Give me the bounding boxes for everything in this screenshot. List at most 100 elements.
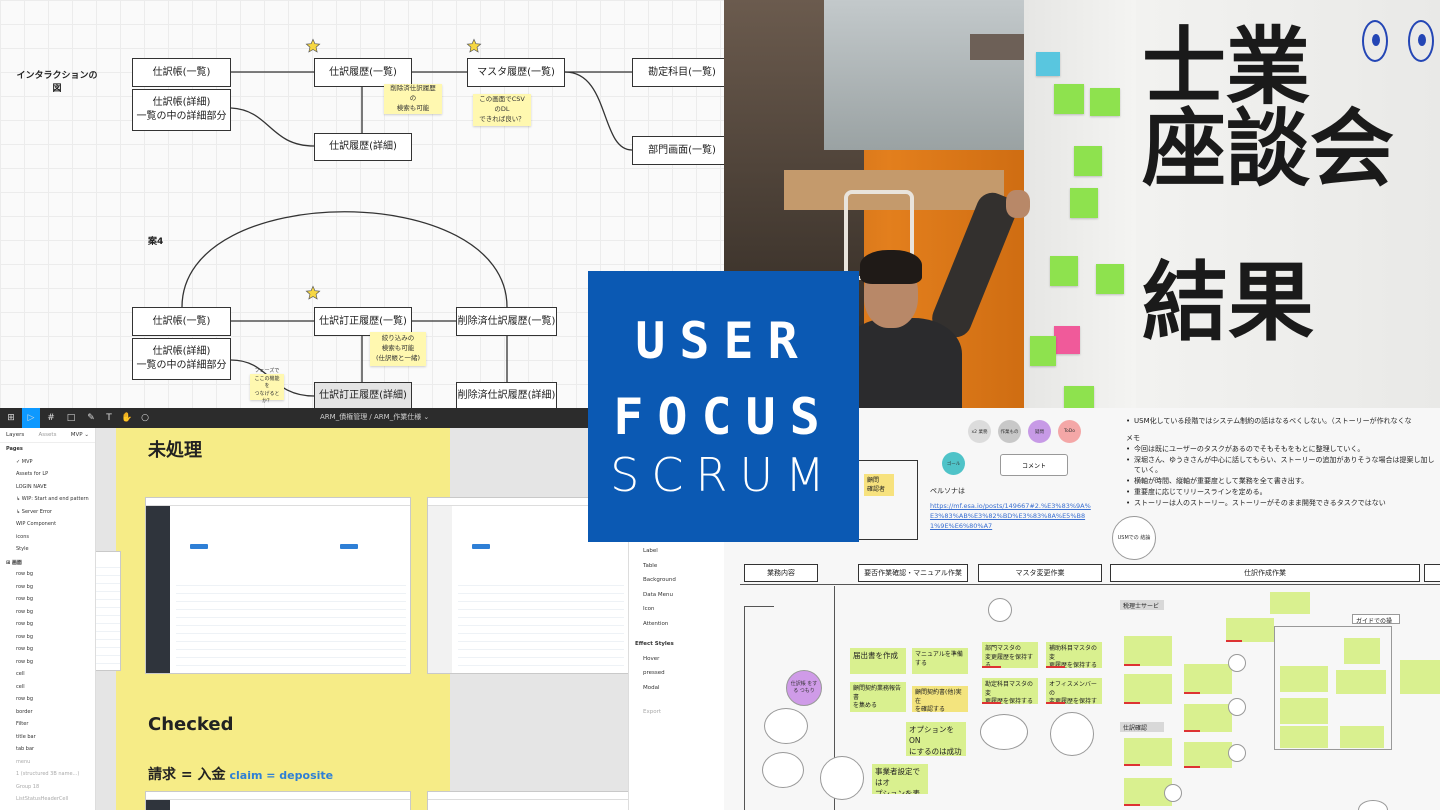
style-item[interactable]: Label	[643, 548, 658, 554]
layer-item[interactable]: border	[16, 708, 33, 715]
note-bubble[interactable]	[980, 714, 1028, 750]
page-item[interactable]: WIP Component	[16, 521, 57, 527]
layer-item[interactable]: row bg	[16, 571, 34, 577]
note-bubble[interactable]	[1358, 800, 1388, 810]
page-item[interactable]: Assets for LP	[16, 471, 49, 477]
style-item[interactable]: Data Menu	[643, 591, 673, 598]
column-header[interactable]: 業務内容	[744, 564, 818, 582]
note-bubble[interactable]	[1228, 698, 1246, 716]
comment-box[interactable]: コメント	[1000, 454, 1068, 476]
page-item[interactable]: LOGIN NAVE	[16, 483, 47, 490]
node-correction-detail[interactable]: 仕訳訂正履歴(詳細)	[314, 382, 412, 408]
story-card[interactable]: マニュアルを準備する	[912, 648, 968, 674]
story-card[interactable]: 顧問契約書(他)実在 を確認する	[912, 686, 968, 712]
sticky-note[interactable]: この画面でCSVのDL できれば良い？	[473, 94, 531, 126]
story-card[interactable]	[1270, 592, 1310, 614]
layer-item[interactable]: title bar	[16, 733, 36, 740]
node-correction-history[interactable]: 仕訳訂正履歴(一覧)	[314, 307, 412, 336]
comment-tool-icon[interactable]: ○	[141, 413, 149, 423]
story-card[interactable]	[1280, 698, 1328, 724]
node-deleted-history[interactable]: 削除済仕訳履歴(一覧)	[456, 307, 557, 336]
page-item[interactable]: ✓ MVP	[16, 458, 33, 465]
style-item[interactable]: Icon	[643, 606, 655, 612]
pen-tool-icon[interactable]: ✎	[87, 413, 95, 423]
story-card[interactable]	[1280, 666, 1328, 692]
page-select[interactable]: MVP ⌄	[70, 432, 89, 438]
sticky-note[interactable]: フェーズで ここの機能を つなげるとか？	[250, 368, 284, 404]
marker-note[interactable]: 顧問 確認者	[864, 474, 894, 496]
story-card[interactable]	[1124, 738, 1172, 766]
page-item[interactable]: Style	[16, 546, 29, 552]
story-card[interactable]: オプションをON にするのは成功後 継続とする	[906, 722, 966, 756]
persona-link[interactable]: https://mf.esa.io/posts/149667#2.%E3%83%…	[930, 502, 1091, 530]
story-card[interactable]: 補助科目マスタの変 更履歴を保持する	[1046, 642, 1102, 668]
story-card[interactable]	[1124, 674, 1172, 704]
node-department[interactable]: 部門画面(一覧)	[632, 136, 724, 165]
sticky-note[interactable]: 削除済仕訳履歴の 検索も可能	[384, 84, 442, 114]
layer-item[interactable]: menu	[16, 758, 31, 765]
node-journal-history-detail[interactable]: 仕訳履歴(詳細)	[314, 133, 412, 161]
layer-item[interactable]: cell	[16, 683, 25, 690]
goal-bubble[interactable]: 仕訳帳 をする つもり	[786, 670, 822, 706]
layer-group[interactable]: ⊞ 画面	[6, 559, 22, 566]
story-card[interactable]: 顧問契約業務報告書 を集める	[850, 682, 906, 712]
layer-item[interactable]: row bg	[16, 633, 34, 640]
node-journal-detail[interactable]: 仕訳帳(詳細) 一覧の中の詳細部分	[132, 89, 231, 131]
style-item[interactable]: Background	[643, 577, 676, 583]
assets-tab[interactable]: Assets	[38, 432, 57, 438]
story-card[interactable]	[1124, 636, 1172, 666]
story-card[interactable]: 勘定科目マスタの変 更履歴を保持する	[982, 678, 1038, 704]
story-card[interactable]: 届出書を作成	[850, 648, 906, 674]
story-card[interactable]	[1344, 638, 1380, 664]
node-account-list[interactable]: 勘定科目(一覧)	[632, 58, 724, 87]
layer-item[interactable]: ListStatusHeaderCell	[16, 796, 69, 802]
note-bubble[interactable]	[1164, 784, 1182, 802]
tag[interactable]: 仕訳確認	[1120, 722, 1164, 732]
layer-item[interactable]: row bg	[16, 596, 34, 602]
story-card[interactable]	[1226, 618, 1274, 642]
style-item[interactable]: Table	[643, 562, 658, 569]
layers-tab[interactable]: Layers	[6, 432, 25, 438]
story-card[interactable]	[1400, 660, 1440, 694]
column-header[interactable]: マスタ変更作業	[978, 564, 1102, 582]
screen-mockup[interactable]	[96, 552, 120, 670]
node-journal-detail-2[interactable]: 仕訳帳(詳細) 一覧の中の詳細部分	[132, 338, 231, 380]
layer-item[interactable]: row bg	[16, 658, 34, 665]
note-bubble[interactable]	[762, 752, 804, 788]
story-card[interactable]	[1184, 704, 1232, 732]
layer-item[interactable]: row bg	[16, 608, 34, 615]
column-header[interactable]	[1424, 564, 1440, 582]
file-breadcrumb[interactable]: ARM_債権管理 / ARM_作業仕様 ⌄	[320, 413, 430, 421]
layer-item[interactable]: row bg	[16, 646, 34, 652]
note-bubble[interactable]	[820, 756, 864, 800]
note-bubble[interactable]	[1228, 654, 1246, 672]
page-item[interactable]: ↳ WIP: Start and end pattern	[16, 496, 89, 502]
node-journal-list-2[interactable]: 仕訳帳(一覧)	[132, 307, 231, 336]
export-section[interactable]: Export	[643, 709, 662, 715]
thought-bubble[interactable]: USMでの 結論	[1112, 516, 1156, 560]
story-card[interactable]: 事業者設定ではオ プションを表明で きる	[872, 764, 928, 794]
note-bubble[interactable]	[988, 598, 1012, 622]
note-bubble[interactable]	[1228, 744, 1246, 762]
note-bubble[interactable]	[764, 708, 808, 744]
text-tool-icon[interactable]: T	[106, 413, 112, 423]
tag[interactable]: 税理士サービス	[1120, 600, 1164, 610]
column-header[interactable]: 仕訳作成作業	[1110, 564, 1420, 582]
effect-item[interactable]: Modal	[643, 684, 660, 691]
node-journal-list[interactable]: 仕訳帳(一覧)	[132, 58, 231, 87]
column-header[interactable]: 要否作業確認・マニュアル作業	[858, 564, 968, 582]
menu-icon[interactable]: ⊞	[7, 413, 15, 423]
note-bubble[interactable]	[1050, 712, 1094, 756]
screen-mockup[interactable]	[146, 498, 410, 673]
move-tool-icon[interactable]: ▷	[22, 408, 40, 428]
screen-mockup[interactable]	[428, 792, 628, 810]
page-item[interactable]: ↳ Server Error	[16, 508, 52, 515]
layer-item[interactable]: Filter	[16, 721, 29, 727]
layer-item[interactable]: cell	[16, 671, 25, 677]
layer-item[interactable]: tab bar	[16, 746, 35, 752]
layer-item[interactable]: row bg	[16, 621, 34, 627]
story-card[interactable]	[1184, 742, 1232, 768]
